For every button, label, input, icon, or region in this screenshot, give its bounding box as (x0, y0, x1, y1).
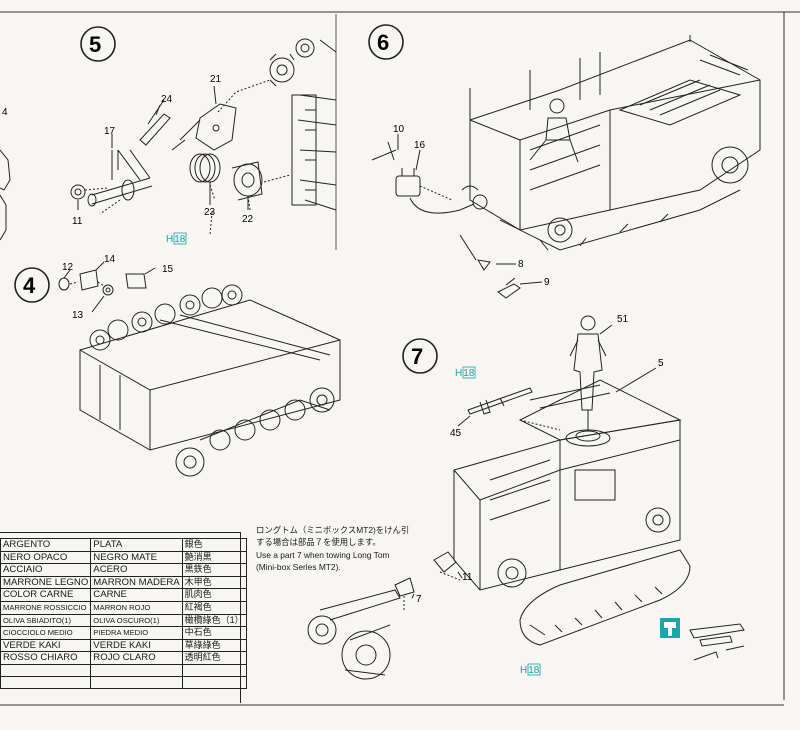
paint-name-spanish: ROJO CLARO (90, 651, 183, 665)
part-number-12: 12 (62, 262, 74, 273)
part-number-5: 5 (658, 358, 664, 369)
paint-name-italian: ACCIAIO (0, 563, 92, 577)
part-number-16: 16 (414, 140, 426, 151)
step4-drawing (14, 261, 341, 477)
paint-code-h18-track: H18 (520, 665, 540, 676)
step7-number: 7 (411, 344, 423, 369)
part-number-11-step7: 11 (462, 572, 473, 583)
paint-code-box (527, 663, 541, 676)
part-number-10: 10 (393, 124, 405, 135)
paint-table-row: OLIVA SBIADITO(1)OLIVA OSCURO(1)橄欖綠色（1） (0, 613, 247, 628)
step6-drawing (368, 24, 761, 299)
paint-table-row (0, 663, 247, 677)
part-number-13: 13 (72, 310, 84, 321)
paint-name-spanish: PIEDRA MEDIO (90, 626, 183, 640)
paint-name-japanese: 艶消黒 (181, 550, 247, 565)
paint-code-h18-step5: H18 (166, 234, 186, 245)
paint-name-italian: VERDE KAKI (0, 638, 92, 653)
paint-name-italian: NERO OPACO (0, 550, 92, 565)
paint-name-spanish: NEGRO MATE (90, 550, 183, 565)
paint-name-japanese: 肌肉色 (181, 588, 247, 602)
paint-name-italian: ROSSO CHIARO (0, 651, 92, 665)
note-english-line2: (Mini-box Series MT2). (256, 562, 341, 573)
paint-name-italian (0, 675, 92, 689)
paint-name-italian: CIOCCIOLO MEDIO (0, 626, 92, 640)
paint-name-spanish: PLATA (90, 538, 183, 552)
paint-name-japanese (181, 675, 247, 689)
paint-name-japanese: 銀色 (181, 538, 247, 552)
part-number-11-step5: 11 (72, 216, 83, 227)
part-number-14: 14 (104, 254, 116, 265)
paint-name-japanese: 紅褐色 (181, 600, 247, 615)
paint-name-spanish (90, 675, 183, 689)
step7-drawing (307, 315, 745, 680)
paint-name-japanese: 中石色 (181, 626, 247, 640)
part-number-9: 9 (544, 277, 550, 288)
paint-code-box (173, 232, 187, 245)
paint-name-spanish (90, 663, 183, 677)
part-number-24: 24 (161, 94, 173, 105)
part-number-21: 21 (210, 74, 222, 85)
paint-table-row (0, 675, 247, 689)
paint-name-italian: MARRONE LEGNO (0, 575, 92, 590)
paint-name-japanese: 橄欖綠色（1） (181, 613, 247, 628)
paint-name-japanese: 透明紅色 (181, 651, 247, 665)
paint-name-italian: ARGENTO (0, 538, 92, 552)
paint-name-japanese: 木甲色 (181, 575, 247, 590)
part-number-22: 22 (242, 214, 254, 225)
part-number-23: 23 (204, 207, 216, 218)
paint-name-japanese: 黒鉄色 (181, 563, 247, 577)
part-number-15: 15 (162, 264, 174, 275)
part-number-4-edge: 4 (2, 107, 8, 118)
cement-glue-icon (660, 618, 680, 638)
paint-name-japanese (181, 663, 247, 677)
paint-name-italian (0, 663, 92, 677)
paint-name-italian: MARRONE ROSSICCIO (0, 600, 92, 615)
part-number-7: 7 (416, 594, 422, 605)
paint-name-spanish: MARRON ROJO (90, 600, 183, 615)
paint-name-spanish: CARNE (90, 588, 183, 602)
paint-name-japanese: 草綠綠色 (181, 638, 247, 653)
paint-code-h18-gun: H18 (455, 368, 475, 379)
step4-number: 4 (23, 273, 36, 298)
part-number-17: 17 (104, 126, 116, 137)
towing-note: ロングトム（ミニボックスMT2)をけん引 する場合は部品７を使用します。 Use… (256, 524, 446, 574)
note-japanese-line1: ロングトム（ミニボックスMT2)をけん引 (256, 525, 410, 535)
paint-name-italian: COLOR CARNE (0, 588, 92, 602)
part-number-45: 45 (450, 428, 462, 439)
part-number-51: 51 (617, 314, 629, 325)
paint-name-spanish: MARRON MADERA (90, 575, 183, 590)
paint-name-spanish: VERDE KAKI (90, 638, 183, 653)
paint-name-italian: OLIVA SBIADITO(1) (0, 613, 92, 628)
note-english-line1: Use a part 7 when towing Long Tom (256, 549, 390, 560)
left-edge-partial-drawing (0, 149, 11, 241)
step6-number: 6 (377, 30, 389, 55)
part-number-8: 8 (518, 259, 524, 270)
step5-drawing (70, 26, 337, 236)
paint-name-spanish: OLIVA OSCURO(1) (90, 613, 183, 628)
step5-number: 5 (89, 32, 101, 57)
note-japanese-line2: する場合は部品７を使用します。 (256, 537, 381, 548)
paint-name-spanish: ACERO (90, 563, 183, 577)
paint-code-box (462, 366, 476, 379)
